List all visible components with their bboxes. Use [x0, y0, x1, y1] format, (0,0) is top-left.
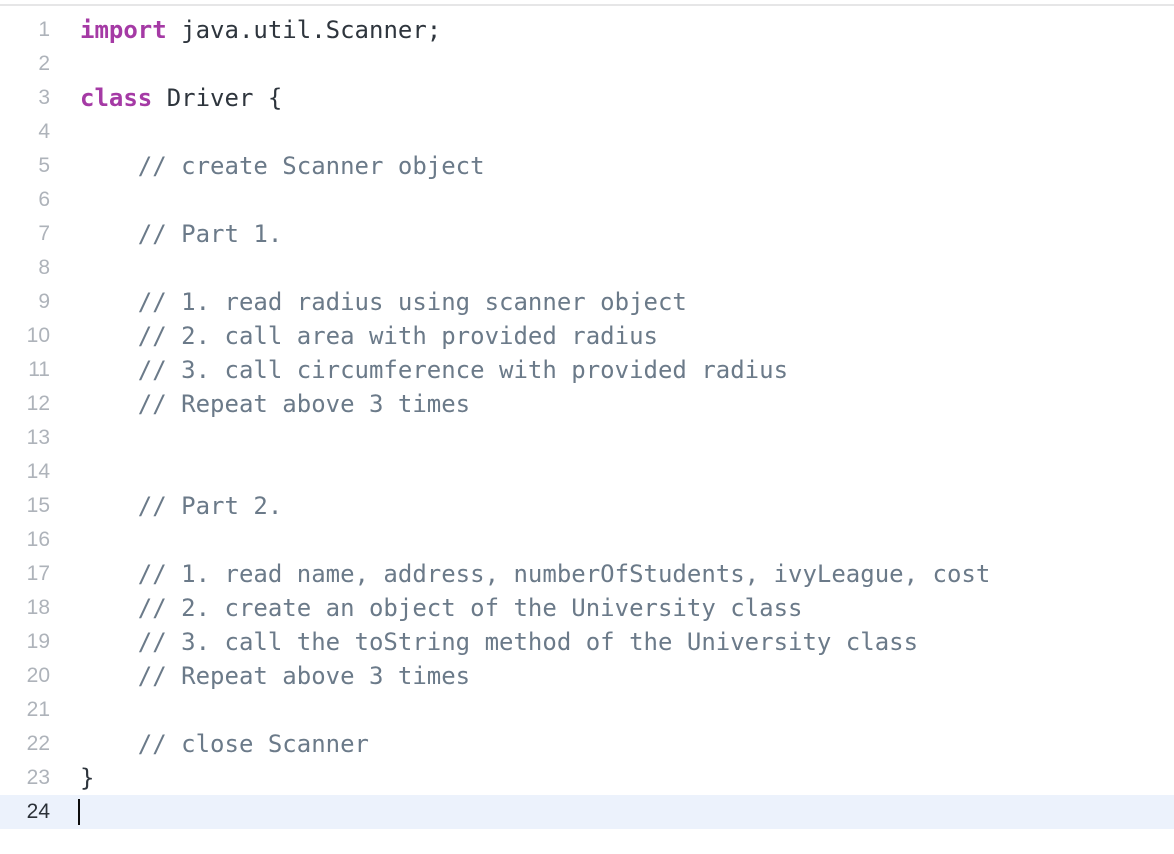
code-line[interactable]: 18 // 2. create an object of the Univers…: [0, 591, 1174, 625]
token-plain: }: [80, 764, 95, 792]
line-number[interactable]: 8: [38, 256, 50, 279]
code-text: // Repeat above 3 times: [50, 387, 470, 421]
line-number[interactable]: 15: [26, 494, 50, 517]
code-line[interactable]: 14: [0, 455, 1174, 489]
line-number[interactable]: 16: [26, 528, 50, 551]
token-comment: // 1. read name, address, numberOfStuden…: [80, 560, 991, 588]
code-line[interactable]: 10 // 2. call area with provided radius: [0, 319, 1174, 353]
token-comment: // 1. read radius using scanner object: [80, 288, 687, 316]
code-text: // 2. call area with provided radius: [50, 319, 658, 353]
code-line[interactable]: 11 // 3. call circumference with provide…: [0, 353, 1174, 387]
line-number[interactable]: 7: [38, 222, 50, 245]
line-number[interactable]: 18: [26, 596, 50, 619]
code-line[interactable]: 22 // close Scanner: [0, 727, 1174, 761]
code-line[interactable]: 5 // create Scanner object: [0, 149, 1174, 183]
token-keyword: class: [80, 84, 153, 112]
code-line[interactable]: 19 // 3. call the toString method of the…: [0, 625, 1174, 659]
code-line[interactable]: 13: [0, 421, 1174, 455]
token-comment: // 3. call circumference with provided r…: [80, 356, 789, 384]
code-text: // 3. call the toString method of the Un…: [50, 625, 918, 659]
code-text: // 3. call circumference with provided r…: [50, 353, 788, 387]
token-comment: // 2. create an object of the University…: [80, 594, 803, 622]
line-number[interactable]: 21: [26, 698, 50, 721]
token-comment: // Repeat above 3 times: [80, 662, 471, 690]
code-text: // Repeat above 3 times: [50, 659, 470, 693]
code-text: class Driver {: [50, 81, 282, 115]
line-number[interactable]: 2: [38, 52, 50, 75]
code-line[interactable]: 9 // 1. read radius using scanner object: [0, 285, 1174, 319]
token-comment: // 3. call the toString method of the Un…: [80, 628, 919, 656]
line-number[interactable]: 3: [38, 86, 50, 109]
line-number[interactable]: 23: [26, 766, 50, 789]
token-comment: // 2. call area with provided radius: [80, 322, 658, 350]
line-number[interactable]: 22: [26, 732, 50, 755]
code-line[interactable]: 17 // 1. read name, address, numberOfStu…: [0, 557, 1174, 591]
token-comment: // create Scanner object: [80, 152, 485, 180]
code-text: // Part 2.: [50, 489, 283, 523]
line-number[interactable]: 13: [26, 426, 50, 449]
line-number[interactable]: 20: [26, 664, 50, 687]
code-line[interactable]: 4: [0, 115, 1174, 149]
token-plain: java.util.Scanner;: [166, 16, 442, 44]
token-comment: // Part 2.: [80, 492, 283, 520]
code-text: // create Scanner object: [50, 149, 485, 183]
line-number[interactable]: 4: [38, 120, 50, 143]
token-plain: Driver {: [152, 84, 283, 112]
code-text: // 1. read name, address, numberOfStuden…: [50, 557, 991, 591]
code-text: import java.util.Scanner;: [50, 13, 441, 47]
line-number[interactable]: 19: [26, 630, 50, 653]
token-comment: // close Scanner: [80, 730, 369, 758]
code-line[interactable]: 7 // Part 1.: [0, 217, 1174, 251]
line-number[interactable]: 14: [26, 460, 50, 483]
line-number[interactable]: 10: [26, 324, 50, 347]
code-line[interactable]: 15 // Part 2.: [0, 489, 1174, 523]
token-keyword: import: [80, 16, 167, 44]
code-line[interactable]: 12 // Repeat above 3 times: [0, 387, 1174, 421]
line-number[interactable]: 11: [28, 358, 50, 381]
token-comment: // Part 1.: [80, 220, 283, 248]
line-number[interactable]: 6: [38, 188, 50, 211]
line-number[interactable]: 24: [26, 800, 50, 823]
code-text: // 1. read radius using scanner object: [50, 285, 687, 319]
line-number[interactable]: 9: [38, 290, 50, 313]
code-line[interactable]: 2: [0, 47, 1174, 81]
code-line[interactable]: 23}: [0, 761, 1174, 795]
code-line[interactable]: 8: [0, 251, 1174, 285]
code-text: }: [50, 761, 94, 795]
code-line[interactable]: 6: [0, 183, 1174, 217]
code-text: // Part 1.: [50, 217, 283, 251]
token-comment: // Repeat above 3 times: [80, 390, 471, 418]
code-line[interactable]: 20 // Repeat above 3 times: [0, 659, 1174, 693]
code-line[interactable]: 16: [0, 523, 1174, 557]
editor-top-border: [0, 4, 1174, 6]
text-cursor: [78, 799, 80, 825]
line-number[interactable]: 17: [26, 562, 50, 585]
line-number[interactable]: 12: [26, 392, 50, 415]
line-number[interactable]: 5: [38, 154, 50, 177]
code-line[interactable]: 21: [0, 693, 1174, 727]
code-text: // close Scanner: [50, 727, 369, 761]
line-number[interactable]: 1: [38, 18, 50, 41]
code-text: // 2. create an object of the University…: [50, 591, 803, 625]
code-line-active[interactable]: 24: [0, 795, 1174, 829]
